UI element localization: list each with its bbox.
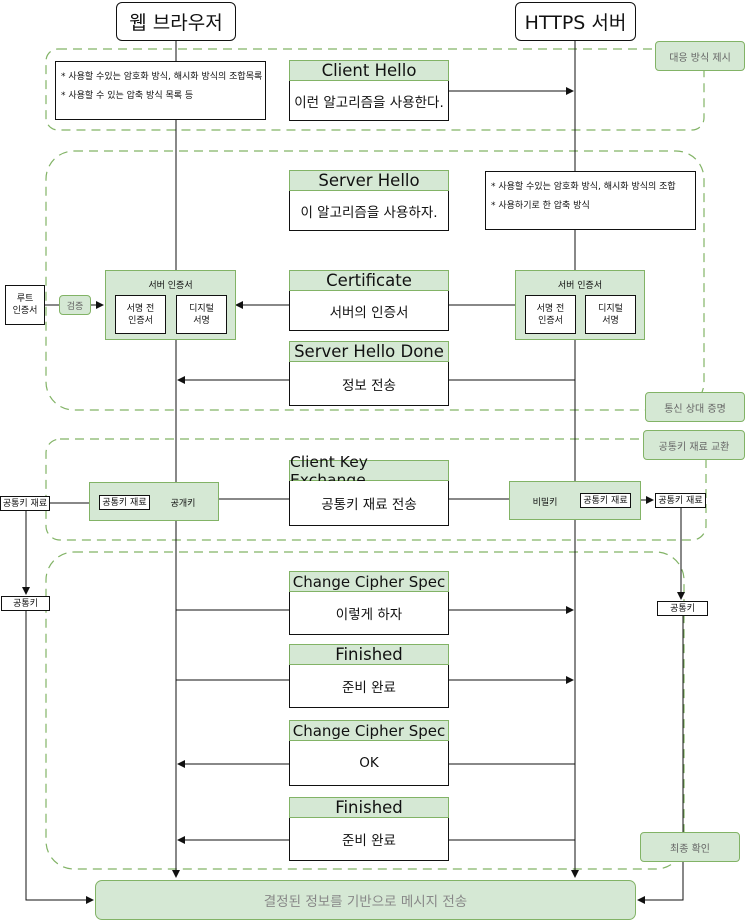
client-hello-note: * 사용할 수있는 암호화 방식, 해시화 방식의 조합목록 * 사용할 수 있… bbox=[55, 61, 266, 120]
msg-server-hello-body: 이 알고리즘을 사용하자. bbox=[289, 191, 449, 231]
msg-finished-1-title: Finished bbox=[289, 644, 449, 665]
msg-server-hello-done-title: Server Hello Done bbox=[289, 341, 449, 362]
arrow-right-key-final bbox=[637, 616, 684, 904]
msg-client-hello-body: 이런 알고리즘을 사용한다. bbox=[289, 81, 449, 121]
msg-client-key-exchange-body: 공통키 재료 전송 bbox=[289, 481, 449, 526]
server-certificate-pre-sign: 서명 전 인증서 bbox=[525, 295, 576, 334]
phase-tag-auth: 통신 상대 증명 bbox=[645, 392, 745, 422]
right-common-key: 공통키 bbox=[657, 601, 708, 616]
verify-tag: 검증 bbox=[59, 295, 91, 315]
arrow-left-key-final bbox=[25, 611, 94, 904]
msg-client-hello-title: Client Hello bbox=[289, 60, 449, 81]
phase-negotiation-region bbox=[45, 48, 705, 131]
server-certificate: 서버 인증서 서명 전 인증서 디지털 서명 bbox=[515, 270, 645, 340]
msg-finished-2-title: Finished bbox=[289, 797, 449, 818]
root-certificate: 루트 인증서 bbox=[5, 285, 45, 325]
phase-auth-region bbox=[45, 150, 705, 411]
client-certificate-label: 서버 인증서 bbox=[148, 280, 193, 291]
msg-certificate-body: 서버의 인증서 bbox=[289, 291, 449, 331]
msg-finished-1-body: 준비 완료 bbox=[289, 665, 449, 708]
client-certificate-signature: 디지털 서명 bbox=[176, 295, 227, 334]
client-public-key-container: 공통키 재료 공개키 bbox=[89, 482, 219, 521]
server-hello-note-line-2: * 사용하기로 한 압축 방식 bbox=[491, 201, 590, 211]
client-actor: 웹 브라우저 bbox=[116, 2, 236, 41]
msg-change-cipher-spec-2-title: Change Cipher Spec bbox=[289, 720, 449, 741]
msg-server-hello-done-body: 정보 전송 bbox=[289, 362, 449, 406]
phase-tag-key-exchange: 공통키 재료 교환 bbox=[643, 430, 745, 460]
msg-change-cipher-spec-1-title: Change Cipher Spec bbox=[289, 571, 449, 592]
msg-finished-2-body: 준비 완료 bbox=[289, 818, 449, 861]
server-certificate-label: 서버 인증서 bbox=[557, 280, 603, 291]
left-key-material: 공통키 재료 bbox=[0, 496, 50, 511]
client-key-material: 공통키 재료 bbox=[99, 495, 150, 510]
server-key-material: 공통키 재료 bbox=[580, 493, 631, 508]
server-hello-note: * 사용할 수있는 암호화 방식, 해시화 방식의 조합 * 사용하기로 한 압… bbox=[485, 171, 696, 230]
msg-change-cipher-spec-2-body: OK bbox=[289, 741, 449, 786]
client-server-certificate: 서버 인증서 서명 전 인증서 디지털 서명 bbox=[105, 270, 236, 340]
private-key-label: 비밀키 bbox=[532, 498, 558, 508]
final-message-box: 결정된 정보를 기반으로 메시지 전송 bbox=[95, 880, 636, 920]
msg-certificate-title: Certificate bbox=[289, 270, 449, 291]
msg-client-key-exchange-title: Client Key Exchange bbox=[289, 453, 449, 489]
phase-tag-final-check: 최종 확인 bbox=[640, 832, 740, 862]
server-private-key-container: 비밀키 공통키 재료 bbox=[509, 481, 641, 520]
client-hello-note-line-1: * 사용할 수있는 암호화 방식, 해시화 방식의 조합목록 bbox=[61, 72, 263, 82]
left-common-key: 공통키 bbox=[1, 596, 50, 611]
server-certificate-signature: 디지털 서명 bbox=[585, 295, 636, 334]
phase-final-region bbox=[45, 551, 685, 870]
client-certificate-pre-sign: 서명 전 인증서 bbox=[115, 295, 166, 334]
phase-tag-negotiation: 대응 방식 제시 bbox=[655, 41, 745, 71]
server-hello-note-line-1: * 사용할 수있는 암호화 방식, 해시화 방식의 조합 bbox=[491, 182, 676, 192]
msg-change-cipher-spec-1-body: 이렇게 하자 bbox=[289, 592, 449, 635]
public-key-label: 공개키 bbox=[170, 499, 196, 509]
msg-server-hello-title: Server Hello bbox=[289, 170, 449, 191]
server-actor: HTTPS 서버 bbox=[515, 2, 636, 41]
right-key-material: 공통키 재료 bbox=[655, 493, 706, 508]
phase-key-exchange-region bbox=[45, 438, 707, 541]
client-hello-note-line-2: * 사용할 수 있는 압축 방식 목록 등 bbox=[61, 91, 194, 101]
